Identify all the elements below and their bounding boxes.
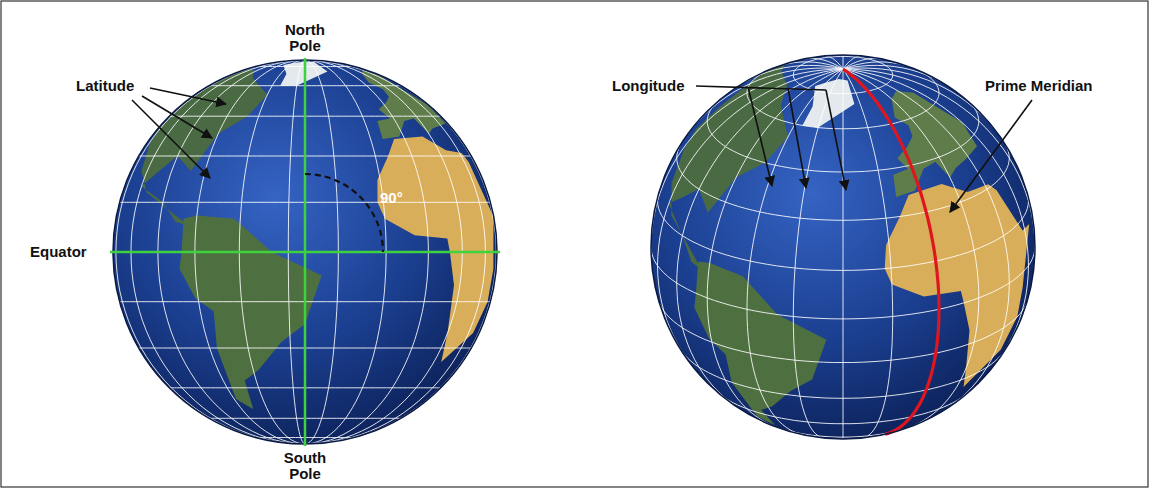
graticule xyxy=(651,55,1035,439)
pole-label: South Pole xyxy=(277,450,333,482)
leader-line xyxy=(788,88,806,188)
latitude-label: Latitude xyxy=(76,78,134,94)
angle-label: 90° xyxy=(380,190,403,206)
landmasses xyxy=(142,61,494,409)
prime-meridian-label: Prime Meridian xyxy=(985,78,1093,94)
equator-line xyxy=(110,251,500,254)
leader-line xyxy=(748,87,772,186)
ocean xyxy=(651,55,1035,439)
equator-label: Equator xyxy=(30,244,87,260)
continent xyxy=(885,184,1029,387)
angle-arc xyxy=(305,174,383,252)
longitude-label: Longitude xyxy=(612,78,684,94)
pole-label: North Pole xyxy=(277,22,333,54)
leader-line xyxy=(150,88,226,104)
prime-meridian-line xyxy=(843,69,939,434)
leader-line xyxy=(696,86,826,90)
leader-line xyxy=(142,96,212,138)
continent xyxy=(361,71,445,140)
leader-line xyxy=(950,100,1032,212)
leader-line xyxy=(132,100,210,178)
continent xyxy=(377,137,493,363)
globe-rim xyxy=(651,55,1035,439)
leader-line xyxy=(826,90,846,190)
globe xyxy=(651,55,1035,439)
